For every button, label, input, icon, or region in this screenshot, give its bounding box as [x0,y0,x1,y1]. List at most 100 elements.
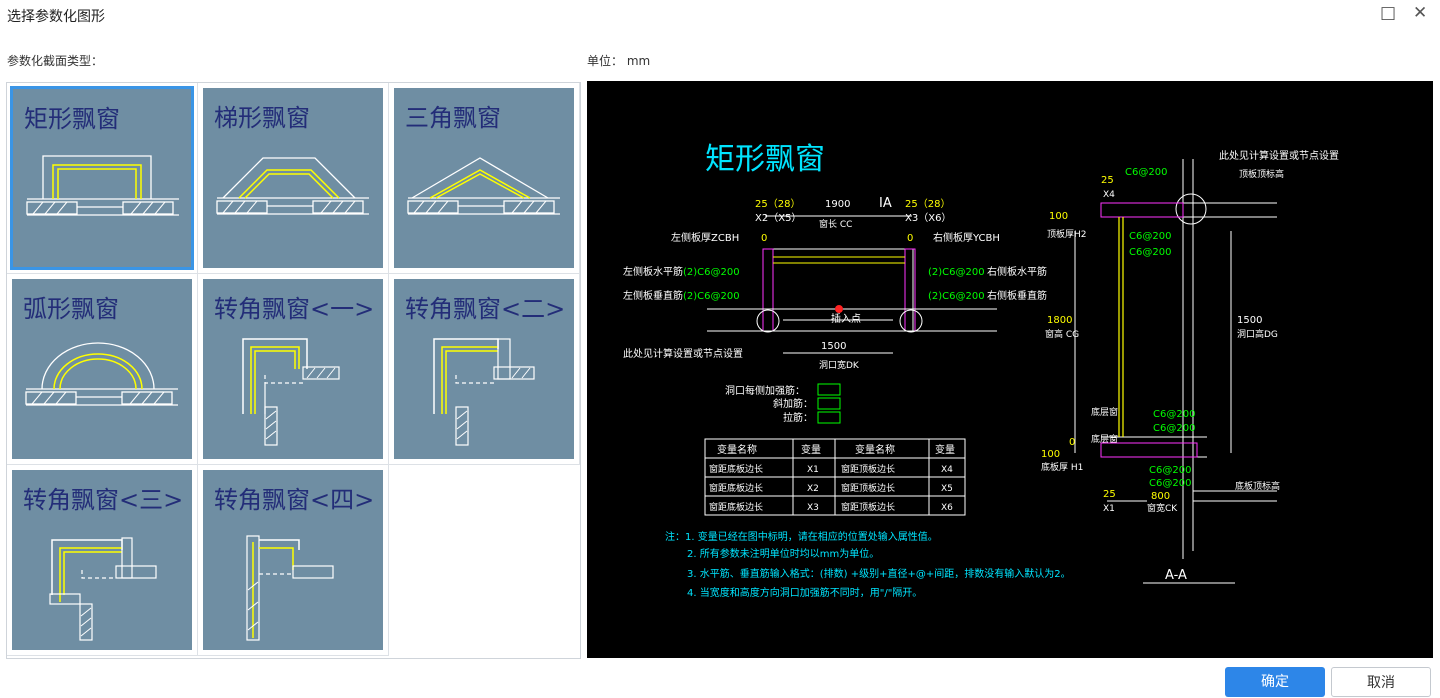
val-left-horiz: (2)C6@200 [683,267,740,278]
zero-left: 0 [761,233,767,244]
sec-bar-7: C6@200 [1149,478,1191,489]
sec-top-elev: 顶板顶标高 [1239,168,1284,180]
label-see-settings: 此处见计算设置或节点设置 [623,347,743,360]
label-opening-width: 洞口宽DK [819,359,860,371]
cancel-button[interactable]: 取消 [1331,667,1431,697]
shape-gallery: 矩形飘窗 梯形飘窗 [6,82,581,659]
triangle-bay-window-icon [407,157,560,215]
tile-body: 转角飘窗<一> [203,279,383,459]
sec-bar-1: C6@200 [1125,167,1167,178]
var-x2x5: X2（X5） [755,212,801,224]
tile-body: 三角飘窗 [394,88,574,268]
table-cell: 窗距底板边长 [709,463,763,475]
table-cell: 窗距顶板边长 [841,482,895,494]
label-left-horiz: 左侧板水平筋 [623,265,683,278]
sec-opening-height: 洞口高DG [1237,328,1278,340]
corner-bay-window-icon [246,535,334,641]
label-right-thick: 右侧板厚YCBH [933,231,1000,244]
dim-25-right: 25（28） [905,198,950,210]
sec-dim-100a: 100 [1049,211,1068,222]
arc-bay-window-icon [25,342,178,406]
tile-label: 矩形飘窗 [24,105,120,133]
th-var-name-2: 变量名称 [855,443,895,456]
val-right-vert: (2)C6@200 [928,291,985,302]
tile-body: 转角飘窗<四> [203,470,383,650]
sec-top-thick: 顶板厚H2 [1047,228,1087,240]
tile-body: 转角飘窗<二> [394,279,574,459]
tile-label: 三角飘窗 [405,104,501,132]
shape-tile-rectangular[interactable]: 矩形飘窗 [7,83,198,274]
sec-dim-100b: 100 [1041,449,1060,460]
label-right-vert: 右侧板垂直筋 [987,289,1047,302]
label-right-horiz: 右侧板水平筋 [987,265,1047,278]
note-2: 2. 所有参数未注明单位时均以mm为单位。 [687,547,879,560]
corner-bay-window-icon [49,537,157,641]
table-cell: X1 [807,465,819,475]
sec-see-settings: 此处见计算设置或节点设置 [1219,149,1339,162]
shape-tile-arc[interactable]: 弧形飘窗 [7,274,198,465]
dim-25-left: 25（28） [755,198,800,210]
cad-drawing: 矩形飘窗 25（28） X2（X5） 1900 窗长 CC IA 25（28） … [623,142,1339,599]
label-insert-point: 插入点 [831,312,861,325]
label-left-thick: 左侧板厚ZCBH [671,231,739,244]
label-left-vert: 左侧板垂直筋 [623,289,683,302]
tile-label: 转角飘窗<四> [214,486,375,514]
table-cell: X2 [807,484,819,494]
shape-tile-corner-1[interactable]: 转角飘窗<一> [198,274,389,465]
tile-body: 矩形飘窗 [10,86,194,270]
preview-title: 矩形飘窗 [705,142,825,177]
edge-bars-field[interactable] [817,383,841,396]
sec-bottom-window-2: 底层窗 [1091,433,1118,445]
zero-right: 0 [907,233,913,244]
shape-tile-corner-2[interactable]: 转角飘窗<二> [389,274,580,465]
sec-dim-25b: 25 [1103,489,1116,500]
close-icon[interactable]: ✕ [1413,3,1428,23]
window-title: 选择参数化图形 [7,9,105,25]
corner-bay-window-icon [433,338,535,446]
sec-bottom-elev: 底板顶标高 [1235,480,1280,492]
th-var-name-1: 变量名称 [717,443,757,456]
sec-bar-3: C6@200 [1129,247,1171,258]
shape-tile-trapezoid[interactable]: 梯形飘窗 [198,83,389,274]
shape-tile-corner-4[interactable]: 转角飘窗<四> [198,465,389,656]
maximize-icon[interactable]: □ [1380,3,1397,23]
ok-button[interactable]: 确定 [1225,667,1325,697]
unit-label: 单位： mm [587,54,651,68]
table-cell: X4 [941,465,953,475]
th-var-1: 变量 [801,443,821,456]
trapezoid-bay-window-icon [216,157,369,215]
sec-window-height: 窗高 CG [1045,328,1079,340]
sec-bar-6: C6@200 [1149,465,1191,476]
val-right-horiz: (2)C6@200 [928,267,985,278]
diag-bars-field[interactable] [817,397,841,410]
note-1: 注：1. 变量已经在图中标明，请在相应的位置处输入属性值。 [665,530,938,543]
sec-var-x1: X1 [1103,504,1115,514]
table-cell: 窗距顶板边长 [841,501,895,513]
sec-dim-25: 25 [1101,175,1114,186]
label-edge-bars: 洞口每侧加强筋： [725,384,805,397]
note-4: 4. 当宽度和高度方向洞口加强筋不同时，用"/"隔开。 [687,586,922,599]
table-cell: X3 [807,503,819,513]
table-cell: X5 [941,484,953,494]
label-window-length: 窗长 CC [819,218,852,230]
tile-label: 转角飘窗<二> [405,295,566,323]
table-cell: X6 [941,503,953,513]
shape-tile-corner-3[interactable]: 转角飘窗<三> [7,465,198,656]
shape-preview: 矩形飘窗 25（28） X2（X5） 1900 窗长 CC IA 25（28） … [587,81,1433,658]
var-x3x6: X3（X6） [905,212,951,224]
tile-label: 梯形飘窗 [214,104,310,132]
tile-label: 转角飘窗<三> [23,486,184,514]
sec-bottom-window: 底层窗 [1091,406,1118,418]
th-var-2: 变量 [935,443,955,456]
label-diag-bars: 斜加筋： [773,397,813,410]
section-title: A-A [1165,568,1187,583]
shape-tile-triangle[interactable]: 三角飘窗 [389,83,580,274]
corner-bay-window-icon [242,338,340,446]
table-cell: 窗距底板边长 [709,501,763,513]
table-cell: 窗距底板边长 [709,482,763,494]
tile-label: 弧形飘窗 [23,295,119,323]
ties-field[interactable] [817,411,841,424]
sec-window-width: 窗宽CK [1147,502,1178,514]
sec-bar-4: C6@200 [1153,409,1195,420]
tile-body: 转角飘窗<三> [12,470,192,650]
